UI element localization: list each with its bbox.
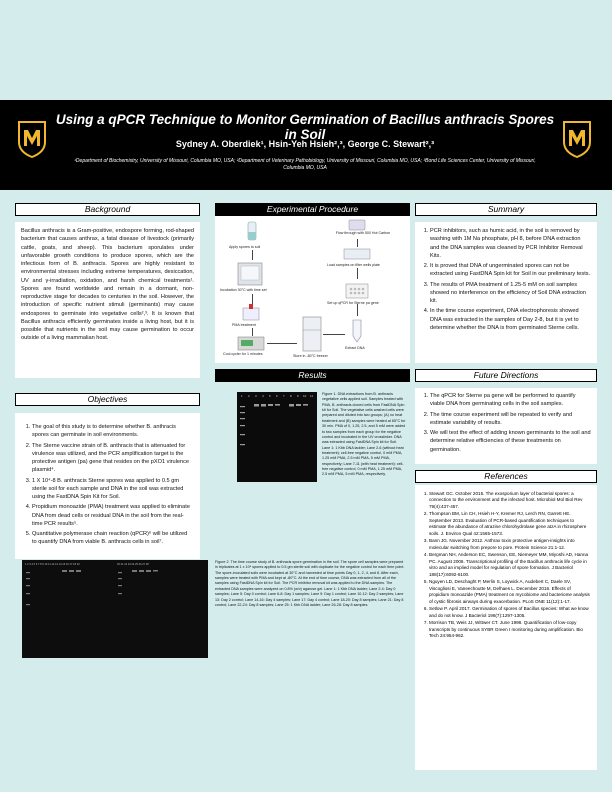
gel-image-figure-2: 1 2 3 4 5 6 7 8 9 10 11 12 13 14 15 16 1…	[22, 560, 208, 658]
step-pma-label: PMA treatment	[232, 323, 256, 327]
objective-item: Quantitative polymerase chain reaction (…	[32, 530, 192, 547]
step-store-label: Store in -80°C freezer	[293, 354, 328, 358]
objective-item: The goal of this study is to determine w…	[32, 423, 192, 440]
reference-item: Setlow P. April 2017. Germination of spo…	[429, 606, 591, 619]
arrow	[252, 294, 253, 304]
svg-text:11: 11	[310, 394, 313, 398]
procedure-heading: Experimental Procedure	[215, 203, 410, 216]
background-panel: Bacillus anthracis is a Gram-positive, e…	[15, 222, 200, 378]
step-cycler-label: Cool cycler for 1 minutes	[223, 352, 263, 356]
university-logo-left	[18, 121, 46, 158]
results-heading: Results	[215, 369, 410, 382]
svg-text:8: 8	[290, 394, 292, 398]
step-load-label: Load samples on filter wells plate	[327, 263, 380, 267]
objectives-list: The goal of this study is to determine w…	[23, 423, 192, 547]
dna-tube-icon	[352, 319, 362, 343]
summary-panel: PCR inhibitors, such as humic acid, in t…	[415, 222, 597, 363]
summary-item: PCR inhibitors, such as humic acid, in t…	[430, 227, 591, 260]
future-directions-panel: The qPCR for Sterne pa gene will be perf…	[415, 388, 597, 464]
background-text: Bacillus anthracis is a Gram-positive, e…	[21, 228, 194, 342]
filter-plate-icon	[343, 248, 371, 260]
svg-text:3: 3	[255, 394, 257, 398]
references-panel: Stewart GC. October 2015. The exosporium…	[415, 485, 597, 770]
objectives-panel: The goal of this study is to determine w…	[15, 413, 200, 559]
figure-1-caption: Figure 1. DNA extractions from B. anthra…	[322, 392, 406, 477]
svg-text:1: 1	[241, 394, 243, 398]
svg-text:6: 6	[276, 394, 278, 398]
figure-2-caption: Figure 2. The time course study of B. an…	[215, 560, 405, 607]
step-setup-label: Set up qPCR for Sterne pa gene	[327, 301, 379, 305]
cycler-icon	[237, 336, 265, 351]
svg-text:10: 10	[303, 394, 307, 398]
objectives-heading: Objectives	[15, 393, 200, 406]
reference-item: Bann JG. November 2012. Anthrax toxin pr…	[429, 538, 591, 551]
step-extract-label: Extract DNA	[345, 346, 365, 350]
future-directions-list: The qPCR for Sterne pa gene will be perf…	[421, 392, 591, 454]
university-logo-right	[563, 121, 591, 158]
reference-item: Nguyen LD, Deschaght P, Merlin S, Loywic…	[429, 579, 591, 605]
arrow	[357, 268, 358, 279]
column-icon	[348, 219, 366, 231]
step-flow-label: Flow through with 500 Hot Carbon	[335, 231, 391, 235]
summary-list: PCR inhibitors, such as humic acid, in t…	[421, 227, 591, 332]
poster-authors: Sydney A. Oberdiek¹, Hsin-Yeh Hsieh²,³, …	[175, 139, 435, 149]
future-directions-heading: Future Directions	[415, 369, 597, 382]
poster-title: Using a qPCR Technique to Monitor Germin…	[55, 112, 555, 142]
svg-text:7: 7	[283, 394, 285, 398]
qpcr-plate-icon	[345, 283, 369, 299]
references-heading: References	[415, 470, 597, 483]
svg-text:4: 4	[262, 394, 264, 398]
pma-icon	[242, 304, 260, 321]
background-heading: Background	[15, 203, 200, 216]
step-apply-label: Apply spores to soil	[229, 245, 261, 249]
svg-text:20 21 22 23 24 25 26 27 28: 20 21 22 23 24 25 26 27 28	[117, 562, 149, 566]
summary-heading: Summary	[415, 203, 597, 216]
summary-item: It is proved that DNA of ungerminated sp…	[430, 262, 591, 279]
arrow	[357, 304, 358, 316]
reference-item: Morrison TB, Weis JJ, Wittwer CT. June 1…	[429, 620, 591, 639]
future-item: The qPCR for Sterne pa gene will be perf…	[430, 392, 591, 409]
reference-item: Thompson BM, Lin CH, Hsieh H-Y, Kremer R…	[429, 511, 591, 537]
future-item: The time course experiment will be repea…	[430, 411, 591, 428]
arrow	[267, 343, 297, 344]
reference-item: Bergman NH, Anderson EC, Swenson, EE, Ni…	[429, 552, 591, 578]
summary-item: In the time course experiment, DNA elect…	[430, 307, 591, 332]
procedure-diagram: Apply spores to soil Incubation 30°C wit…	[215, 216, 410, 363]
arrow	[252, 250, 253, 260]
summary-item: The results of PMA treatment of 1.25-5 m…	[430, 281, 591, 306]
header-banner: Using a qPCR Technique to Monitor Germin…	[0, 100, 612, 190]
freezer-icon	[302, 316, 322, 352]
objective-item: Propidium monoazide (PMA) treatment was …	[32, 503, 192, 528]
svg-text:5: 5	[269, 394, 271, 398]
svg-text:1 2 3 4 5 6 7 8 9 10 11 12 13: 1 2 3 4 5 6 7 8 9 10 11 12 13 14 15 16 1…	[25, 562, 80, 566]
spore-tube-icon	[247, 221, 257, 241]
step-incubate-label: Incubation 30°C with time set	[220, 288, 267, 292]
poster-affiliations: ¹Department of Biochemistry, University …	[74, 158, 536, 172]
reference-item: Stewart GC. October 2015. The exosporium…	[429, 491, 591, 510]
arrow	[252, 328, 253, 336]
objective-item: 1 X 10⁴-8 B. anthracis Sterne spores was…	[32, 477, 192, 502]
references-list: Stewart GC. October 2015. The exosporium…	[421, 491, 591, 639]
svg-text:2: 2	[248, 394, 250, 398]
arrow	[357, 239, 358, 247]
incubator-icon	[237, 262, 263, 286]
arrow	[323, 334, 345, 335]
future-item: We will test the effect of adding known …	[430, 429, 591, 454]
objective-item: The Sterne vaccine strain of B. anthraci…	[32, 442, 192, 475]
svg-text:9: 9	[297, 394, 299, 398]
